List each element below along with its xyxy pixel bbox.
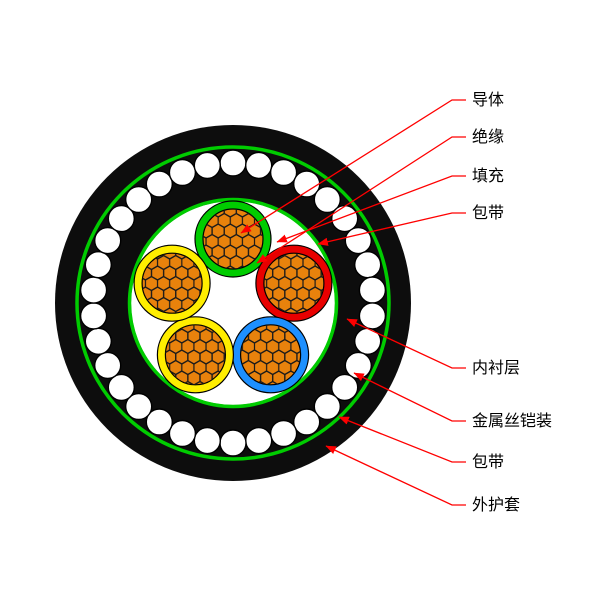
armor-wire <box>313 392 341 421</box>
conductor-cores <box>133 200 333 394</box>
armor-wire <box>79 302 108 330</box>
label-inner-lining: 内衬层 <box>472 359 520 377</box>
leader-line <box>325 445 466 506</box>
leader-line <box>276 175 466 243</box>
core-conductor-strands <box>203 209 263 269</box>
armor-wire <box>124 185 153 214</box>
armor-wire <box>193 426 222 455</box>
armor-wire <box>124 392 153 421</box>
leader-line <box>240 99 466 234</box>
armor-wire <box>84 327 113 355</box>
label-wire-armor: 金属丝铠装 <box>472 412 552 430</box>
armor-wire <box>84 251 113 279</box>
leader-lines <box>240 99 466 506</box>
core-conductor-strands <box>263 253 324 314</box>
armor-wire <box>313 185 341 214</box>
armor-wire <box>145 408 174 436</box>
label-inner-tape: 包带 <box>472 204 504 222</box>
armor-wire <box>245 426 273 455</box>
wire-armor-ring <box>79 149 387 457</box>
armor-wire <box>344 226 372 255</box>
label-insulation: 绝缘 <box>472 128 504 146</box>
armor-wire <box>354 251 382 279</box>
label-outer-tape: 包带 <box>472 453 504 471</box>
armor-wire <box>145 170 174 198</box>
label-outer-sheath: 外护套 <box>472 496 520 514</box>
armor-wire <box>93 351 122 380</box>
label-filling: 填充 <box>472 167 504 185</box>
armor-wire <box>219 149 247 177</box>
label-conductor: 导体 <box>472 91 504 109</box>
armor-wire <box>193 151 222 180</box>
armor-wire <box>245 151 273 180</box>
inner-tape-ring <box>127 197 339 409</box>
armor-wire <box>168 419 197 448</box>
armor-wire <box>269 158 298 187</box>
armor-wire <box>293 408 321 436</box>
armor-wire <box>358 276 387 304</box>
armor-wire <box>168 158 197 187</box>
core-conductor-strands <box>240 324 301 385</box>
leader-line <box>346 318 466 369</box>
leader-line <box>256 136 466 264</box>
armor-wire <box>79 276 108 304</box>
armor-wire <box>107 204 136 233</box>
armor-wire <box>331 373 359 402</box>
outer-tape-ring <box>75 145 391 461</box>
cable-layers <box>55 125 411 481</box>
core-conductor-strands <box>165 324 226 385</box>
core-conductor-strands <box>142 253 203 314</box>
leader-line <box>353 372 466 422</box>
leader-line <box>317 212 466 246</box>
armor-wire <box>93 226 122 255</box>
labels: 导体 绝缘 填充 包带 内衬层 金属丝铠装 包带 外护套 <box>472 91 552 514</box>
armor-wire <box>269 419 298 448</box>
armor-wire <box>358 302 387 330</box>
armor-wire <box>107 373 136 402</box>
leader-line <box>338 416 466 463</box>
armor-wire <box>219 429 247 457</box>
